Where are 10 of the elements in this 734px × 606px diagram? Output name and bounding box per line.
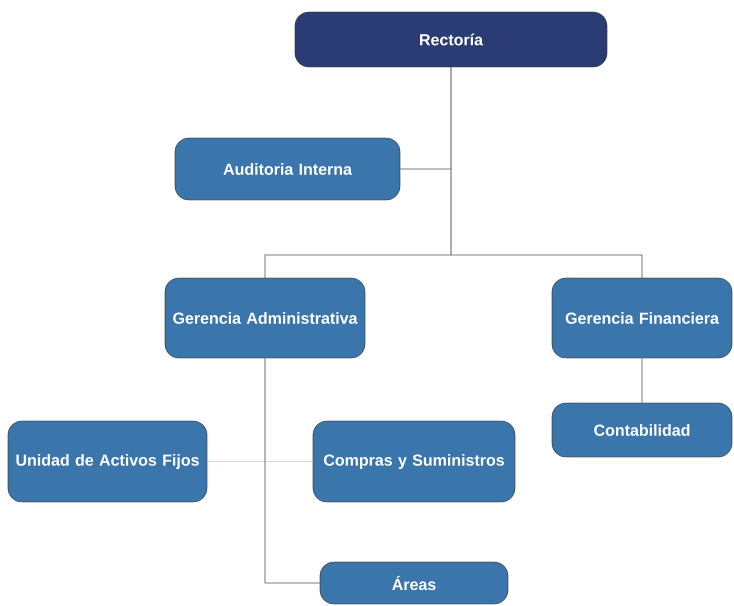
org-box: Compras y Suministros bbox=[312, 420, 516, 502]
connector-line bbox=[264, 358, 320, 584]
org-box: Unidad de Activos Fijos bbox=[8, 420, 208, 502]
org-box: Gerencia Administrativa bbox=[164, 278, 366, 358]
org-box: Gerencia Financiera bbox=[552, 278, 732, 358]
org-box: Áreas bbox=[320, 562, 508, 604]
connector-line bbox=[400, 66, 452, 170]
org-box: Contabilidad bbox=[552, 402, 732, 458]
org-box: Auditoria Interna bbox=[174, 138, 400, 200]
org-box: Rectoría bbox=[294, 12, 608, 68]
